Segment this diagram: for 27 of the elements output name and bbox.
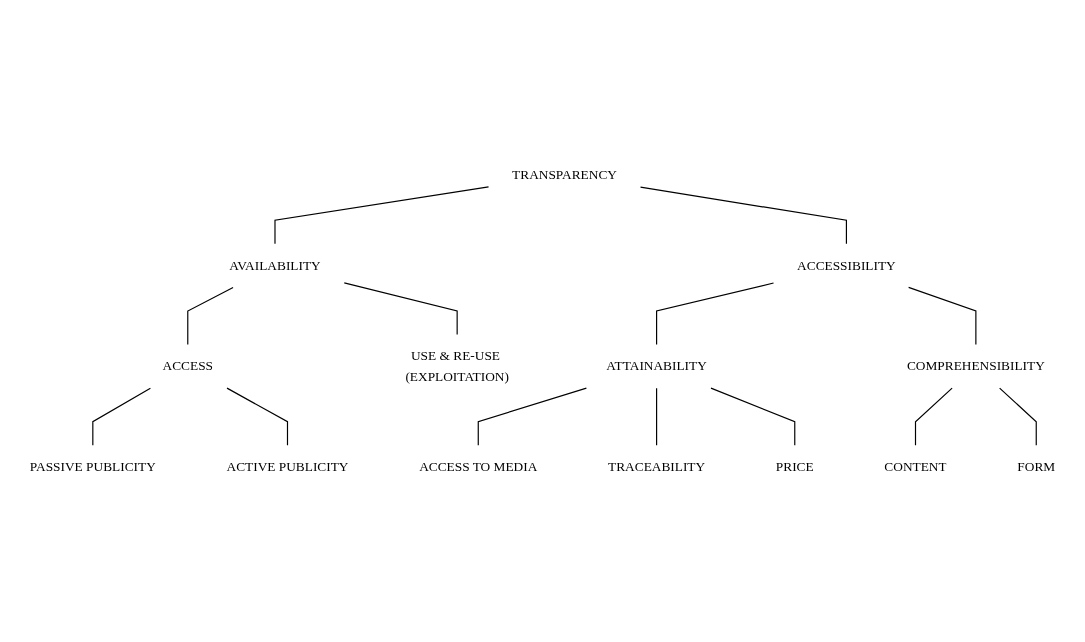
connector bbox=[343, 282, 458, 336]
connector bbox=[656, 387, 658, 446]
connector bbox=[908, 286, 977, 346]
node-text: COMPREHENSIBILITY bbox=[906, 358, 1045, 374]
node-text: ACTIVE PUBLICITY bbox=[226, 459, 349, 475]
connector bbox=[639, 186, 847, 245]
connector bbox=[999, 387, 1037, 446]
node-text: CONTENT bbox=[884, 459, 947, 475]
node-text: TRANSPARENCY bbox=[512, 167, 617, 183]
node-text: TRACEABILITY bbox=[608, 459, 706, 475]
node-text: AVAILABILITY bbox=[229, 257, 321, 273]
connector bbox=[226, 387, 289, 446]
node-text: ACCESSIBILITY bbox=[797, 257, 896, 273]
node-text: ACCESS TO MEDIA bbox=[419, 459, 538, 475]
connector bbox=[710, 387, 796, 446]
connector bbox=[187, 286, 234, 346]
node-text: ATTAINABILITY bbox=[606, 358, 707, 374]
node-text: PASSIVE PUBLICITY bbox=[29, 459, 156, 475]
connector bbox=[914, 387, 953, 446]
connector bbox=[477, 387, 587, 446]
node-text: FORM bbox=[1017, 459, 1056, 475]
connector bbox=[274, 186, 490, 245]
node-text: PRICE bbox=[775, 459, 814, 475]
connector bbox=[656, 282, 775, 346]
node-text: USE & RE-USE (EXPLOITATION) bbox=[405, 348, 509, 384]
node-text: ACCESS bbox=[162, 358, 213, 374]
connector bbox=[92, 387, 151, 446]
